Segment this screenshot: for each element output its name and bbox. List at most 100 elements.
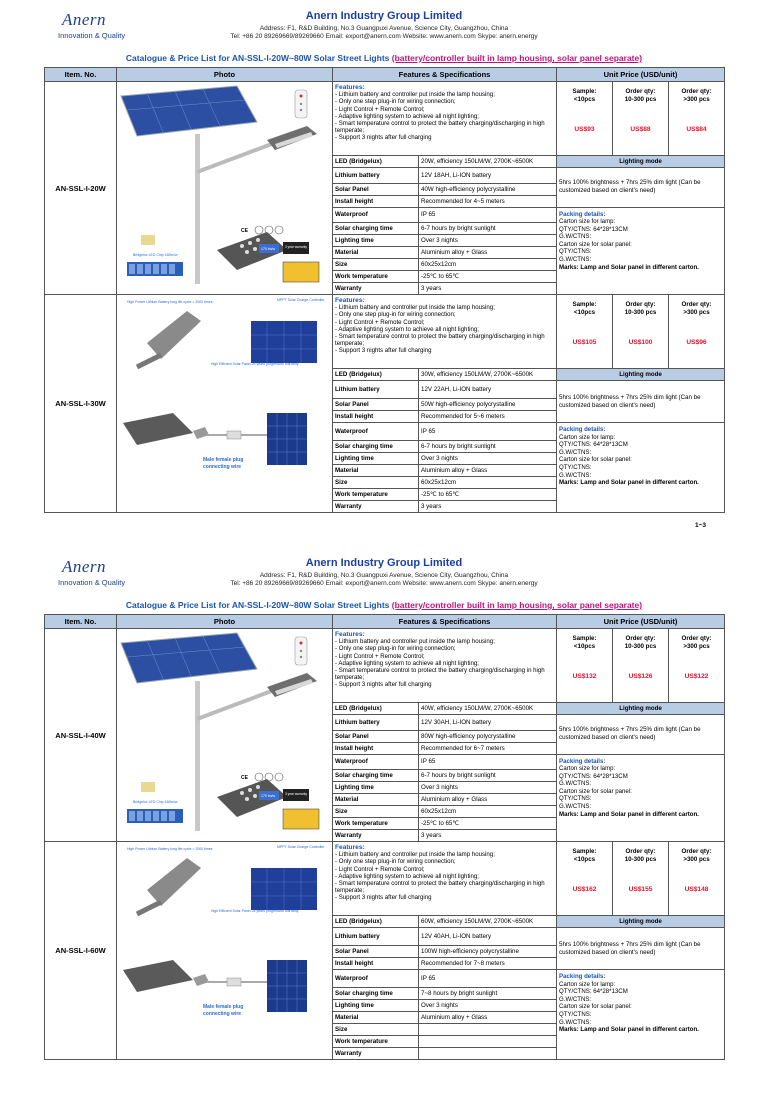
company-logo: Anern Innovation & Quality	[58, 10, 138, 44]
led-chip-label: Bridgelux LED Chip 160lm/w	[133, 800, 178, 804]
packing-marks: Marks: Lamp and Solar panel in different…	[559, 1026, 699, 1034]
spec-label: Size	[332, 258, 419, 271]
title-main: Catalogue & Price List for AN-SSL-I-20W~…	[125, 600, 392, 610]
spec-value: IP 65	[417, 206, 558, 223]
solar-panel-image	[251, 868, 317, 910]
spec-label: Waterproof	[332, 753, 419, 770]
spec-label: Lithium battery	[332, 927, 419, 946]
spec-row: Solar Panel 50W high-efficiency polycrys…	[45, 398, 725, 411]
item-number: AN-SSL-I-30W	[44, 294, 117, 513]
spec-value: 12V 40AH, Li-ION battery	[417, 927, 558, 946]
spec-value: 60x25x12cm	[417, 476, 558, 489]
spec-label: Install height	[332, 194, 419, 208]
packing-details: Packing details:Carton size for lamp:QTY…	[556, 969, 726, 1060]
spec-value: -25℃ to 65℃	[417, 817, 558, 830]
controller-image	[282, 808, 320, 830]
spec-label: Material	[332, 464, 419, 477]
spec-value: Over 3 nights	[417, 781, 558, 794]
price-table: Item. No. Photo Features & Specification…	[44, 67, 726, 513]
product-row: AN-SSL-I-20W Bridgelux LED Chip 160lm/w	[44, 81, 726, 295]
packing-line: G.W/CTNS:	[559, 448, 592, 456]
feature-line: - Support 3 nights after full charging	[335, 681, 432, 689]
packing-heading: Packing details:	[559, 210, 606, 218]
packing-line: QTY/CTNS: 64*28*13CM	[559, 772, 628, 780]
packing-line: Carton size for solar panel:	[559, 456, 632, 464]
spec-value: -25℃ to 65℃	[417, 270, 558, 283]
spec-label: Lighting time	[332, 452, 419, 465]
logo-brand: Anern	[62, 557, 107, 576]
feature-line: - Lithium battery and controller put ins…	[335, 91, 495, 99]
packing-line: QTY/CTNS: 64*28*13CM	[559, 988, 628, 996]
spec-value: 7~8 hours by bright sunlight	[417, 987, 558, 1000]
price-table: Item. No. Photo Features & Specification…	[44, 614, 726, 1060]
spec-value: Recommended for 4~5 meters	[417, 194, 558, 208]
title-highlight: (battery/controller built in lamp housin…	[391, 53, 643, 63]
title-highlight: (battery/controller built in lamp housin…	[391, 600, 643, 610]
feature-line: - Smart temperature control to protect t…	[335, 120, 545, 135]
spec-row: Lithium battery 12V 22AH, Li-ION battery…	[45, 380, 726, 423]
packing-heading: Packing details:	[559, 426, 606, 433]
packing-line: QTY/CTNS: 64*28*13CM	[559, 225, 628, 233]
spec-value: Recommended for 5~6 meters	[417, 410, 558, 423]
spec-value: Recommended for 7~8 meters	[417, 957, 558, 970]
spec-label: Solar Panel	[332, 182, 419, 196]
packing-line: Carton size for lamp:	[559, 218, 616, 226]
item-number: AN-SSL-I-40W	[44, 628, 117, 842]
spec-label: Lithium battery	[332, 380, 419, 399]
features-block: Features:- Lithium battery and controlle…	[331, 81, 558, 156]
features-heading: Features:	[335, 84, 365, 91]
packing-marks: Marks: Lamp and Solar panel in different…	[559, 810, 699, 818]
spec-label: Install height	[332, 410, 419, 423]
spec-value: Recommended for 6~7 meters	[417, 741, 558, 755]
price-large: US$122	[684, 672, 709, 680]
spec-label: Lithium battery	[332, 167, 419, 184]
spec-row: Lithium battery 12V 40AH, Li-ION battery…	[45, 927, 726, 970]
packing-details: Packing details:Carton size for lamp:QTY…	[556, 753, 726, 842]
led-chip-image	[141, 782, 155, 792]
controller-label: MPPT Solar Charge Controller	[277, 845, 325, 849]
company-name: Anern Industry Group Limited	[305, 10, 463, 22]
page-number: 1~3	[694, 522, 706, 529]
panel-label: High Efficient Solar Panel 25 years prog…	[211, 909, 299, 913]
solar-panel-small-image	[267, 413, 307, 465]
spec-label: Waterproof	[332, 206, 419, 223]
spec-value: Aluminium alloy + Glass	[417, 246, 558, 259]
feature-line: - Adaptive lighting system to achieve al…	[335, 872, 479, 880]
lighting-mode-text: 5hrs 100% brightness + 7hrs 25% dim ligh…	[556, 380, 726, 423]
product-row: AN-SSL-I-40W Bridgelux LED Chip 160lm/w	[44, 628, 726, 842]
solar-panel-image	[120, 632, 258, 684]
packing-line: G.W/CTNS:	[559, 995, 592, 1003]
feature-line: - Only one step plug-in for wiring conne…	[335, 311, 456, 319]
spec-row: Lithium battery 12V 30AH, Li-ION battery…	[45, 714, 726, 755]
packing-line: Carton size for solar panel:	[559, 787, 632, 795]
spec-label: Lithium battery	[332, 714, 419, 731]
packing-details: Packing details:Carton size for lamp:QTY…	[556, 422, 726, 513]
packing-line: G.W/CTNS:	[559, 471, 592, 479]
spec-value: 6-7 hours by bright sunlight	[417, 769, 558, 782]
spec-label: Install height	[332, 957, 419, 970]
feature-line: - Smart temperature control to protect t…	[335, 333, 545, 348]
spec-label: Solar charging time	[332, 987, 419, 1000]
col-price: Unit Price (USD/unit)	[556, 614, 726, 629]
table-header-row: Item. No. Photo Features & Specification…	[44, 67, 726, 82]
spec-row: Size 60x25x12cm	[45, 476, 725, 489]
product-photo-illustration: Bridgelux LED Chip 160lm/w CE 170 lm/w 3…	[120, 632, 320, 831]
price-large: US$84	[686, 125, 707, 133]
lamp-housing-image	[135, 858, 201, 917]
packing-line: G.W/CTNS:	[559, 1018, 592, 1026]
packing-marks: Marks: Lamp and Solar panel in different…	[559, 479, 699, 487]
spec-value: 60W, efficiency 150LM/W, 2700K~6500K	[417, 915, 558, 928]
product-row: AN-SSL-I-30W High Power Lithium Battery …	[44, 294, 726, 513]
spec-row: Solar charging time 7~8 hours by bright …	[45, 987, 725, 1000]
spec-label: Solar Panel	[332, 945, 419, 958]
feature-line: - Light Control + Remote Control;	[335, 105, 425, 113]
feature-line: - Smart temperature control to protect t…	[335, 667, 545, 682]
spec-value: 3 years	[417, 829, 558, 842]
company-address: Address: F1, R&D Building, No.3 Guangpux…	[259, 572, 509, 579]
svg-text:connecting wire: connecting wire	[203, 1011, 241, 1017]
catalogue-page: Anern Innovation & Quality Anern Industr…	[0, 547, 768, 1094]
spec-label: Work temperature	[332, 488, 419, 501]
